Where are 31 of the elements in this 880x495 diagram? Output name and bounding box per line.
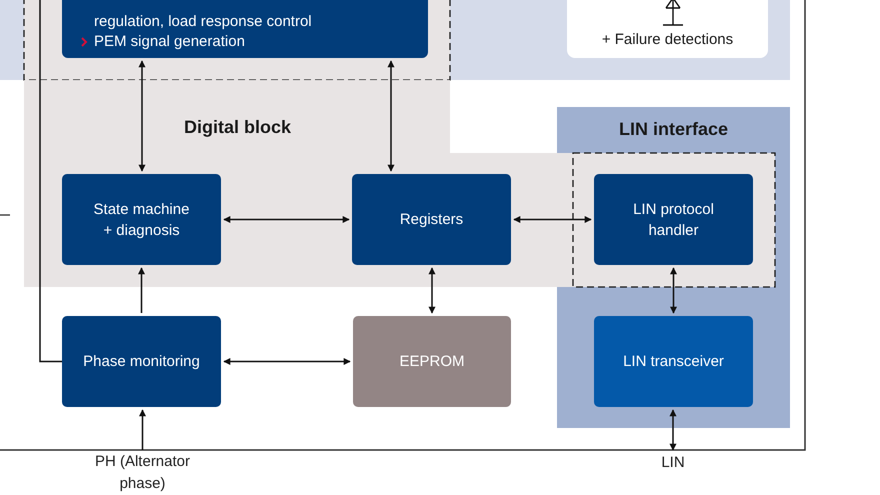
block-title: LIN interface [618, 119, 728, 140]
bullet-text: PEM signal generation [94, 32, 245, 52]
box-label: Phase monitoring [83, 352, 200, 372]
memory-box [353, 316, 511, 407]
pin-label: PH (Alternator phase) [94, 452, 192, 494]
box-label: EEPROM [399, 352, 464, 372]
process-box [594, 174, 753, 265]
box-label: + Failure detections [602, 31, 734, 48]
connector-arrow [223, 216, 350, 223]
bullet-text: regulation, load response control [94, 12, 312, 32]
connector-arrow [670, 267, 677, 314]
connector-arrow [223, 358, 351, 365]
pin-label: LIN [661, 453, 685, 473]
connector-arrow [388, 60, 394, 172]
connector-arrow [513, 216, 592, 223]
box-label: LIN protocol handler [632, 200, 715, 240]
box-label: Registers [400, 210, 464, 230]
block-title: Digital block [184, 117, 292, 138]
box-label: State machine + diagnosis [92, 200, 190, 240]
connector-arrow [670, 409, 676, 451]
process-box [62, 174, 221, 265]
process-box [594, 316, 753, 407]
process-box [352, 174, 511, 265]
connector-arrow [138, 267, 145, 313]
process-box [62, 316, 221, 407]
function-box [62, 0, 428, 58]
connector-arrow [138, 60, 146, 172]
connector-arrow [139, 409, 146, 450]
connector-arrow [428, 267, 436, 314]
info-card [567, 0, 768, 58]
box-label: LIN transceiver [623, 352, 724, 372]
